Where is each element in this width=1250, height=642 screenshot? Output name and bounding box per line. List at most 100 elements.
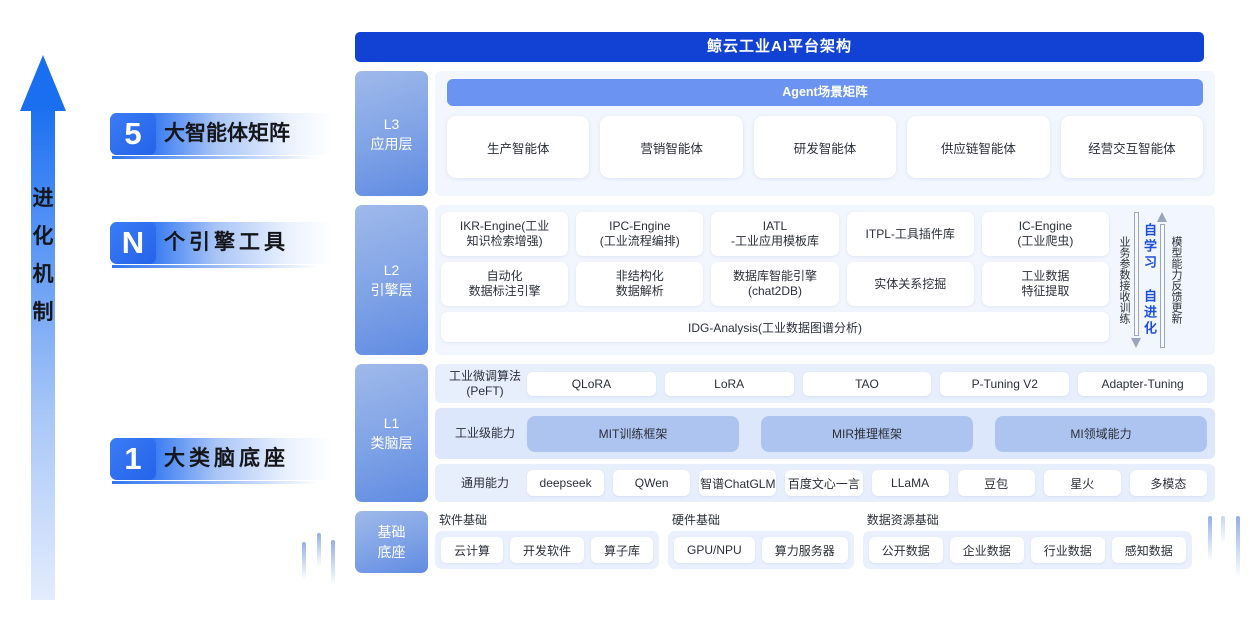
layer-code: L3	[383, 115, 400, 132]
foundation-chip[interactable]: 感知数据	[1111, 537, 1186, 563]
evolution-label: 进 化 机 制	[26, 180, 60, 332]
l1-band-label: 工业微调算法(PeFT)	[448, 368, 521, 398]
l2-row-1: IKR-Engine(工业知识检索增强) IPC-Engine(工业流程编排) …	[441, 212, 1110, 256]
l2-engine-cell[interactable]: IKR-Engine(工业知识检索增强)	[441, 212, 569, 256]
l1-chip[interactable]: 星火	[1043, 470, 1121, 496]
l1-chip[interactable]: MIT训练框架	[527, 415, 739, 452]
l3-card[interactable]: 研发智能体	[753, 116, 897, 178]
l1-chip[interactable]: 豆包	[957, 470, 1035, 496]
evolution-char-2: 化	[32, 225, 54, 248]
layer-code: L2	[383, 262, 400, 278]
l1-chip[interactable]: MIR推理框架	[761, 415, 973, 452]
pillar-underline	[112, 265, 318, 268]
foundation-chip[interactable]: 开发软件	[510, 537, 585, 563]
layer-tag-l3[interactable]: L3 应用层	[355, 71, 428, 196]
l1-chip-list: QLoRA LoRA TAO P-Tuning V2 Adapter-Tunin…	[527, 371, 1207, 396]
layer-tag-l2[interactable]: L2 引擎层	[355, 205, 428, 355]
foundation-chip-list: 公开数据 企业数据 行业数据 感知数据	[862, 531, 1192, 569]
l1-band-label: 工业级能力	[454, 426, 515, 440]
l3-card[interactable]: 生产智能体	[447, 116, 590, 178]
architecture-diagram: 鲸云工业AI平台架构 L3 应用层 Agent场景矩阵 生产智能体 营销智能体 …	[355, 32, 1215, 573]
l1-chip[interactable]: P-Tuning V2	[940, 371, 1070, 396]
pillar-number: N	[110, 222, 156, 264]
pillar-item-engines[interactable]: N 个引擎工具	[110, 222, 332, 268]
decor-bar-left-2	[317, 533, 321, 566]
layer-body-l3: Agent场景矩阵 生产智能体 营销智能体 研发智能体 供应链智能体 经营交互智…	[435, 71, 1215, 196]
pillar-item-base[interactable]: 1 大类脑底座	[110, 438, 332, 484]
l2-engine-cell[interactable]: 数据库智能引擎(chat2DB)	[711, 262, 839, 306]
l3-card[interactable]: 营销智能体	[600, 116, 743, 178]
evolution-char-3: 机	[32, 263, 54, 286]
l1-chip[interactable]: LLaMA	[871, 470, 949, 496]
l2-engine-cell[interactable]: 实体关系挖掘	[846, 262, 974, 306]
layer-name: 应用层	[370, 135, 413, 152]
layer-tag-l1[interactable]: L1 类脑层	[355, 364, 428, 502]
l2-engine-cell[interactable]: 自动化数据标注引擎	[441, 262, 569, 306]
loop-center-label: 自学习 自进化	[1142, 223, 1157, 337]
decor-bar-left-1	[302, 542, 306, 580]
foundation-chip[interactable]: 公开数据	[868, 537, 943, 563]
foundation-chip[interactable]: GPU/NPU	[674, 537, 755, 563]
l3-card[interactable]: 供应链智能体	[907, 116, 1050, 178]
l1-chip[interactable]: TAO	[802, 371, 932, 396]
loop-down-label: 业务参数接收训练	[1118, 236, 1130, 324]
foundation-chip[interactable]: 云计算	[441, 537, 504, 563]
l1-band-label: 通用能力	[460, 475, 509, 490]
foundation-chip[interactable]: 算力服务器	[761, 537, 848, 563]
l2-engine-cell[interactable]: IC-Engine(工业爬虫)	[981, 212, 1110, 256]
l3-card-list: 生产智能体 营销智能体 研发智能体 供应链智能体 经营交互智能体	[443, 116, 1207, 178]
layer-l1: L1 类脑层 工业微调算法(PeFT) QLoRA LoRA TAO P-Tun…	[355, 364, 1215, 502]
layer-name: 底座	[377, 544, 406, 560]
foundation-group-list: 软件基础 云计算 开发软件 算子库 硬件基础 GPU/NPU 算力服务器 数	[435, 511, 1215, 569]
l1-chip[interactable]: 智谱ChatGLM	[699, 470, 777, 496]
decor-bar-right-2	[1221, 516, 1225, 544]
l1-chip[interactable]: MI领域能力	[995, 415, 1207, 452]
l2-wide-cell-idg-analysis[interactable]: IDG-Analysis(工业数据图谱分析)	[441, 312, 1109, 342]
l1-chip[interactable]: Adapter-Tuning	[1078, 371, 1207, 396]
layer-body-l2: IKR-Engine(工业知识检索增强) IPC-Engine(工业流程编排) …	[435, 205, 1215, 355]
l2-engine-cell[interactable]: IATL-工业应用模板库	[711, 212, 839, 256]
foundation-chip[interactable]: 算子库	[591, 537, 654, 563]
decor-bar-right-3	[1236, 516, 1240, 578]
layer-l2: L2 引擎层 IKR-Engine(工业知识检索增强) IPC-Engine(工…	[355, 205, 1215, 355]
l1-chip[interactable]: 百度文心一言	[785, 470, 863, 496]
l2-engine-cell[interactable]: ITPL-工具插件库	[846, 212, 974, 256]
pillar-label: 个引擎工具	[164, 231, 289, 254]
l2-engine-cell[interactable]: IPC-Engine(工业流程编排)	[576, 212, 704, 256]
l1-band-peft: 工业微调算法(PeFT) QLoRA LoRA TAO P-Tuning V2 …	[435, 364, 1215, 403]
l1-chip[interactable]: LoRA	[664, 371, 794, 396]
arrow-down-icon	[1131, 212, 1141, 348]
foundation-chip[interactable]: 企业数据	[949, 537, 1024, 563]
l1-band-industrial-capability: 工业级能力 MIT训练框架 MIR推理框架 MI领域能力	[435, 408, 1215, 459]
l2-engine-cell[interactable]: 工业数据特征提取	[981, 262, 1110, 306]
arrow-up-icon	[1157, 212, 1167, 348]
pillar-number: 1	[110, 438, 156, 480]
l1-chip-list: deepseek QWen 智谱ChatGLM 百度文心一言 LLaMA 豆包 …	[527, 470, 1207, 496]
pillar-underline	[112, 481, 318, 484]
layer-name: 引擎层	[370, 282, 413, 298]
layer-foundation: 基础 底座 软件基础 云计算 开发软件 算子库 硬件基础 GPU/NPU	[355, 511, 1215, 573]
pillar-label: 大类脑底座	[164, 447, 289, 470]
up-arrow-icon	[20, 55, 66, 600]
foundation-group-software: 软件基础 云计算 开发软件 算子库	[435, 511, 660, 569]
l1-chip[interactable]: deepseek	[527, 470, 605, 496]
evolution-char-1: 进	[32, 187, 54, 210]
foundation-chip-list: GPU/NPU 算力服务器	[668, 531, 854, 569]
evolution-panel: 进 化 机 制 5 大智能体矩阵 N 个引擎工具 1 大类脑底座	[0, 0, 352, 642]
foundation-chip[interactable]: 行业数据	[1030, 537, 1105, 563]
agent-scene-matrix-banner[interactable]: Agent场景矩阵	[447, 79, 1203, 106]
l1-chip[interactable]: QWen	[613, 470, 691, 496]
l2-engine-cell[interactable]: 非结构化数据解析	[576, 262, 704, 306]
pillar-number: 5	[110, 113, 156, 155]
layer-code: 基础	[377, 524, 406, 540]
pillar-item-agents[interactable]: 5 大智能体矩阵	[110, 113, 332, 159]
foundation-group-data: 数据资源基础 公开数据 企业数据 行业数据 感知数据	[862, 511, 1192, 569]
l1-chip[interactable]: QLoRA	[527, 371, 656, 396]
l2-row-2: 自动化数据标注引擎 非结构化数据解析 数据库智能引擎(chat2DB) 实体关系…	[441, 262, 1110, 306]
l3-card[interactable]: 经营交互智能体	[1060, 116, 1204, 178]
foundation-group-hardware: 硬件基础 GPU/NPU 算力服务器	[668, 511, 854, 569]
layer-code: L1	[383, 415, 400, 431]
layer-tag-foundation[interactable]: 基础 底座	[355, 511, 428, 573]
l1-chip[interactable]: 多模态	[1129, 470, 1207, 496]
foundation-group-title: 数据资源基础	[866, 513, 939, 527]
